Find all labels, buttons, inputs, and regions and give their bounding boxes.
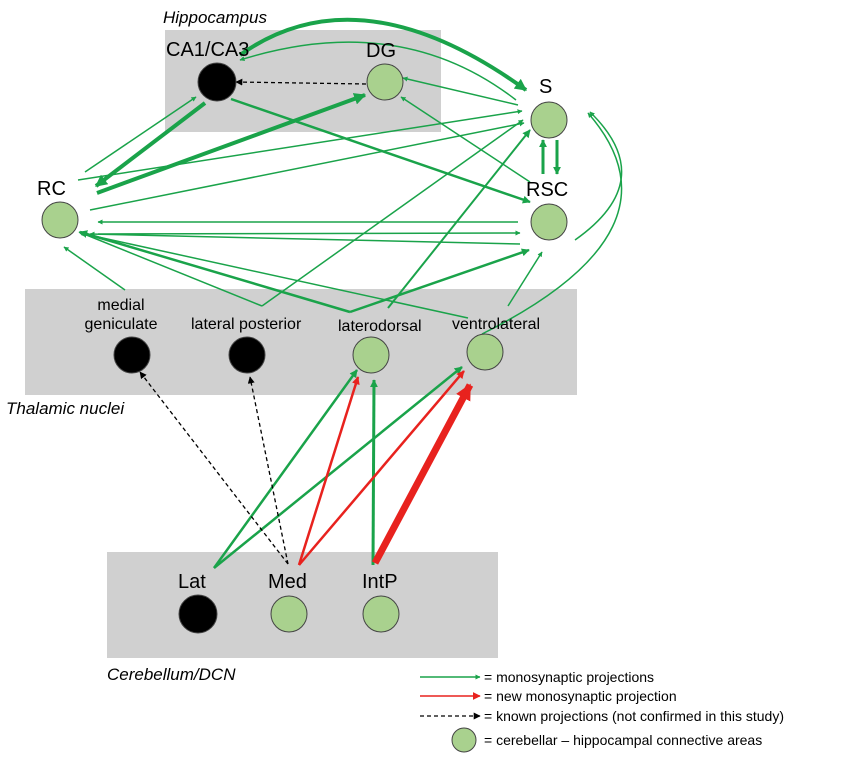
edge-lat-to-ld xyxy=(212,369,359,569)
legend-areas-text: = cerebellar – hippocampal connective ar… xyxy=(484,732,762,748)
node-lat xyxy=(178,594,218,634)
nodes xyxy=(41,62,568,634)
edge-med-to-ld xyxy=(297,376,360,566)
label-mg-line1: medial xyxy=(97,297,144,314)
legend-mono-text: = monosynaptic projections xyxy=(484,669,654,685)
edge-intp-to-ld xyxy=(369,379,378,566)
label-ca1ca3: CA1/CA3 xyxy=(166,39,249,61)
edge-rc-to-dg xyxy=(96,93,367,195)
edge-ld-to-s xyxy=(387,129,531,309)
edge-s-to-ca1ca3 xyxy=(239,41,517,101)
edge-s-to-dg xyxy=(402,76,519,106)
red-projections xyxy=(297,370,474,566)
edge-rsc-to-rc-b xyxy=(89,231,521,245)
label-mg-line2: geniculate xyxy=(85,316,158,333)
label-vl: ventrolateral xyxy=(452,316,540,333)
label-rc: RC xyxy=(37,178,66,200)
edge-ld-to-rc xyxy=(79,230,351,314)
node-ld xyxy=(352,336,390,374)
legend-new-text: = new monosynaptic projection xyxy=(484,688,677,704)
node-ca1ca3 xyxy=(197,62,237,102)
thalamic-label: Thalamic nuclei xyxy=(6,399,125,418)
legend: = monosynaptic projections = new monosyn… xyxy=(420,669,784,753)
edge-vl-to-rsc xyxy=(507,251,543,307)
edge-dg-to-ca1ca3 xyxy=(235,78,367,86)
node-vl xyxy=(466,333,504,371)
label-rsc: RSC xyxy=(526,179,568,201)
label-s: S xyxy=(539,76,552,98)
edge-lp-to-rc xyxy=(78,231,263,307)
edge-mg-to-rc xyxy=(63,246,126,291)
cerebellum-label: Cerebellum/DCN xyxy=(107,665,236,684)
edge-rc-to-rsc xyxy=(97,230,521,236)
node-med xyxy=(270,595,308,633)
hippocampus-label: Hippocampus xyxy=(163,8,267,27)
edge-rc-to-s-a xyxy=(77,109,523,181)
edge-rc-to-s-b xyxy=(89,121,525,211)
node-rsc xyxy=(530,203,568,241)
label-med: Med xyxy=(268,571,307,593)
label-lat: Lat xyxy=(178,571,206,593)
edge-intp-to-vl xyxy=(371,383,474,565)
node-s xyxy=(530,101,568,139)
node-dg xyxy=(366,63,404,101)
edge-vl-to-s-arc xyxy=(481,112,623,335)
edge-ld-to-rsc xyxy=(349,248,530,314)
node-lp xyxy=(228,336,266,374)
label-dg: DG xyxy=(366,40,396,62)
label-intp: IntP xyxy=(362,571,398,593)
green-projections xyxy=(63,17,623,569)
known-projections xyxy=(139,78,367,565)
label-ld: laterodorsal xyxy=(338,318,422,335)
edge-rc-to-ca1ca3 xyxy=(84,96,197,173)
edge-vl-to-rc xyxy=(79,231,469,319)
node-rc xyxy=(41,201,79,239)
edge-med-to-lp xyxy=(247,376,289,565)
legend-known-text: = known projections (not confirmed in th… xyxy=(484,708,784,724)
edge-lat-to-vl xyxy=(213,366,463,569)
legend-areas-swatch xyxy=(451,727,477,753)
node-mg xyxy=(113,336,151,374)
edge-ca1ca3-to-rc xyxy=(94,101,207,188)
edge-ca1ca3-to-rsc xyxy=(230,97,531,204)
edge-rsc-to-dg xyxy=(400,96,531,183)
edge-lp-to-s xyxy=(261,119,524,307)
edge-med-to-vl xyxy=(298,370,465,566)
node-intp xyxy=(362,595,400,633)
edge-med-to-mg xyxy=(139,371,289,565)
edge-ca1ca3-to-s xyxy=(238,17,528,92)
label-lp: lateral posterior xyxy=(191,316,302,333)
